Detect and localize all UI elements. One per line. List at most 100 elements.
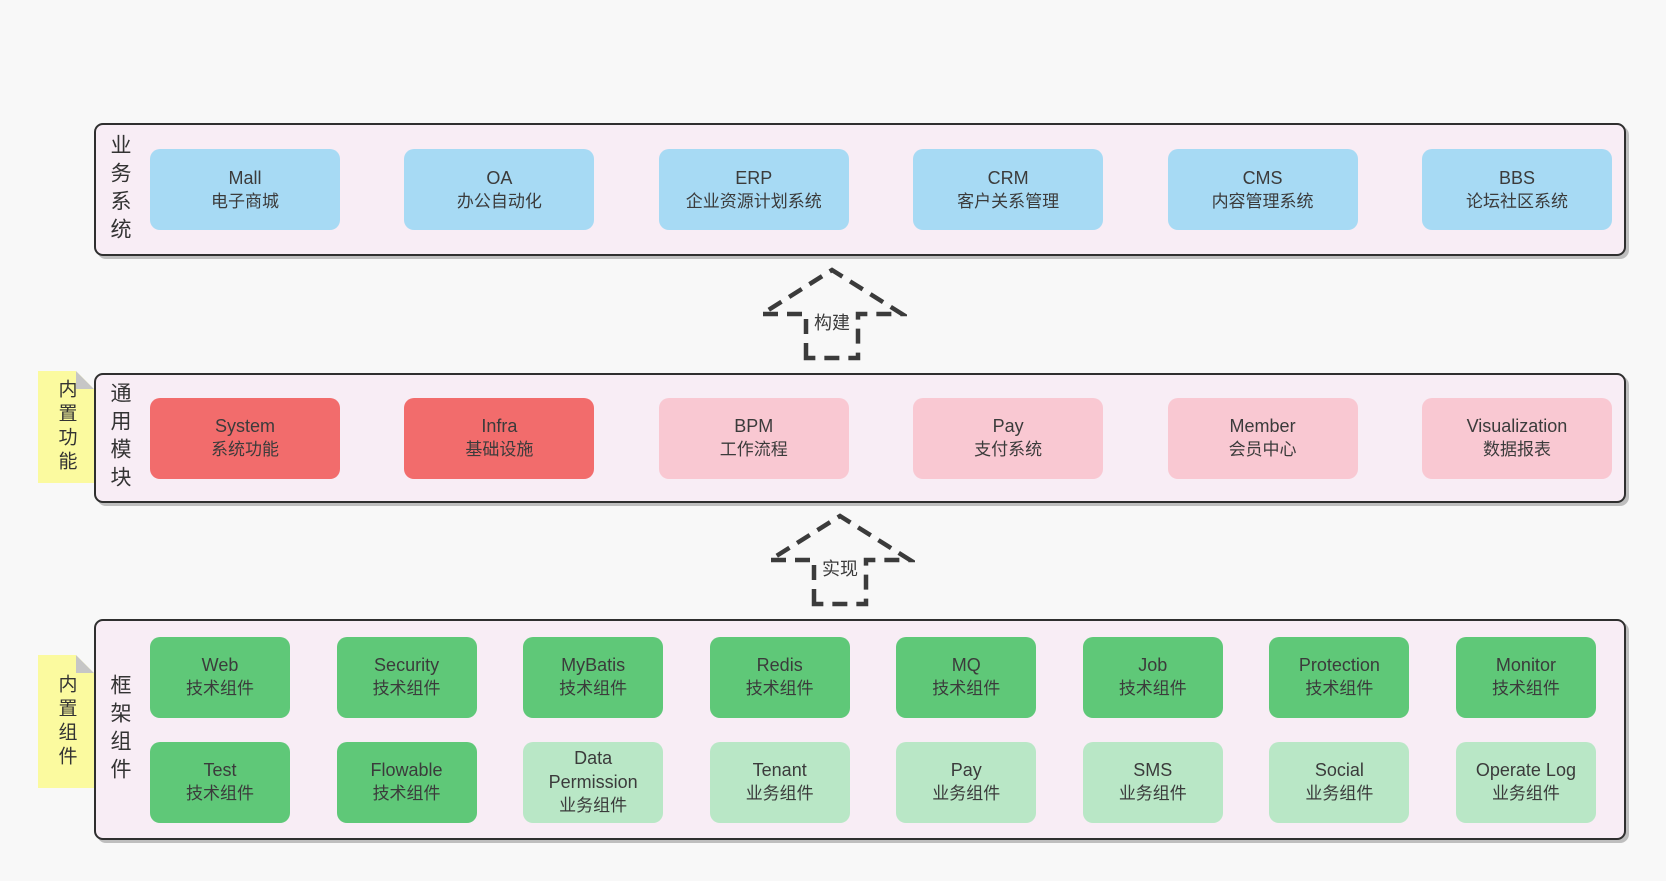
box-title: Social	[1314, 760, 1364, 780]
box-title: Visualization	[1466, 416, 1568, 436]
box-title: System	[214, 416, 275, 436]
box-subtitle: 技术组件	[932, 679, 1001, 698]
box-bpm: BPM 工作流程	[658, 397, 849, 479]
box-title: Operate Log	[1475, 760, 1576, 780]
box-subtitle: 内容管理系统	[1211, 191, 1314, 211]
box-subtitle: 论坛社区系统	[1465, 191, 1568, 211]
box-mq: MQ 技术组件	[896, 636, 1037, 718]
box-mybatis: MyBatis 技术组件	[523, 636, 664, 718]
box-title: MyBatis	[561, 655, 626, 675]
box-pay-biz: Pay 业务组件	[896, 741, 1037, 823]
box-subtitle: 技术组件	[186, 784, 254, 803]
arrow-build-label: 构建	[810, 308, 854, 336]
box-tenant: Tenant 业务组件	[709, 741, 850, 823]
box-system: System 系统功能	[150, 397, 340, 479]
box-title: CMS	[1242, 167, 1283, 188]
box-cms: CMS 内容管理系统	[1167, 149, 1358, 230]
arrow-up-icon	[765, 513, 915, 607]
panel-business-systems: 业务系统 Mall 电子商城 OA 办公自动化 ERP 企业资源计划系统 CRM…	[94, 123, 1626, 256]
arrow-build: 构建	[757, 266, 907, 362]
arrow-implement-label: 实现	[818, 554, 862, 582]
box-subtitle: 工作流程	[719, 440, 788, 459]
box-member: Member 会员中心	[1167, 397, 1358, 479]
framework-row-2: Test 技术组件 Flowable 技术组件 Data Permission …	[150, 741, 1596, 823]
box-subtitle: 办公自动化	[456, 191, 542, 211]
box-title: BBS	[1498, 167, 1535, 188]
box-bbs: BBS 论坛社区系统	[1421, 149, 1612, 230]
box-monitor: Monitor 技术组件	[1455, 636, 1596, 718]
box-visualization: Visualization 数据报表	[1421, 397, 1612, 479]
box-protection: Protection 技术组件	[1269, 636, 1410, 718]
panel-label: 框架组件	[108, 673, 131, 786]
sticky-note-label: 内置组件	[55, 673, 77, 770]
box-subtitle: 业务组件	[1118, 784, 1187, 803]
box-job: Job 技术组件	[1082, 636, 1223, 718]
framework-boxes-grid: Web 技术组件 Security 技术组件 MyBatis 技术组件 Redi…	[130, 636, 1624, 823]
arrow-up-icon	[757, 267, 907, 361]
box-subtitle: 系统功能	[211, 440, 279, 459]
panel-common-modules: 通用模块 System 系统功能 Infra 基础设施 BPM 工作流程 Pay…	[94, 373, 1626, 503]
box-security: Security 技术组件	[336, 636, 477, 718]
box-title: Data Permission	[548, 748, 638, 792]
framework-row-1: Web 技术组件 Security 技术组件 MyBatis 技术组件 Redi…	[150, 636, 1596, 718]
box-title: Pay	[992, 416, 1024, 436]
sticky-note-builtin-features: 内置功能	[38, 371, 94, 483]
box-subtitle: 业务组件	[559, 796, 628, 815]
box-subtitle: 技术组件	[186, 679, 254, 698]
box-data-permission: Data Permission 业务组件	[523, 741, 664, 823]
box-title: Monitor	[1495, 655, 1556, 675]
box-subtitle: 技术组件	[745, 679, 814, 698]
box-title: Test	[203, 760, 237, 780]
box-subtitle: 支付系统	[974, 440, 1043, 459]
box-social: Social 业务组件	[1269, 741, 1410, 823]
box-title: Mall	[228, 167, 262, 188]
box-infra: Infra 基础设施	[404, 397, 595, 479]
box-subtitle: 技术组件	[1491, 679, 1560, 698]
box-crm: CRM 客户关系管理	[913, 149, 1104, 230]
box-title: Redis	[756, 655, 803, 675]
note-fold-icon	[76, 655, 94, 673]
box-subtitle: 电子商城	[211, 191, 279, 211]
note-fold-icon	[76, 371, 94, 389]
box-subtitle: 技术组件	[372, 784, 441, 803]
box-web: Web 技术组件	[150, 636, 290, 718]
box-subtitle: 业务组件	[1491, 784, 1560, 803]
box-subtitle: 技术组件	[1305, 679, 1374, 698]
box-subtitle: 会员中心	[1228, 440, 1297, 459]
box-title: OA	[486, 167, 513, 188]
box-title: Security	[374, 655, 440, 675]
box-title: Member	[1229, 416, 1296, 436]
module-boxes-row: System 系统功能 Infra 基础设施 BPM 工作流程 Pay 支付系统…	[130, 397, 1624, 479]
box-subtitle: 技术组件	[372, 679, 441, 698]
box-title: SMS	[1133, 760, 1173, 780]
sticky-note-builtin-components: 内置组件	[38, 655, 94, 788]
box-title: Pay	[950, 760, 982, 780]
box-subtitle: 企业资源计划系统	[685, 191, 822, 211]
business-boxes-row: Mall 电子商城 OA 办公自动化 ERP 企业资源计划系统 CRM 客户关系…	[130, 149, 1624, 230]
box-operate-log: Operate Log 业务组件	[1455, 741, 1596, 823]
box-title: CRM	[987, 167, 1029, 188]
panel-label: 业务系统	[108, 133, 131, 246]
box-title: MQ	[951, 655, 981, 675]
panel-label: 通用模块	[108, 382, 131, 494]
box-pay: Pay 支付系统	[913, 397, 1104, 479]
box-title: Protection	[1298, 655, 1380, 675]
box-subtitle: 技术组件	[1118, 679, 1187, 698]
arrow-implement: 实现	[765, 512, 915, 608]
box-title: Infra	[481, 416, 518, 436]
box-subtitle: 客户关系管理	[957, 191, 1060, 211]
box-oa: OA 办公自动化	[404, 149, 595, 230]
box-erp: ERP 企业资源计划系统	[658, 149, 849, 230]
box-title: Job	[1138, 655, 1168, 675]
box-subtitle: 数据报表	[1482, 440, 1551, 459]
box-sms: SMS 业务组件	[1082, 741, 1223, 823]
box-subtitle: 技术组件	[559, 679, 628, 698]
box-redis: Redis 技术组件	[709, 636, 850, 718]
box-subtitle: 业务组件	[932, 784, 1001, 803]
sticky-note-label: 内置功能	[55, 379, 77, 475]
box-flowable: Flowable 技术组件	[336, 741, 477, 823]
box-title: Tenant	[752, 760, 807, 780]
box-title: Web	[201, 655, 239, 675]
box-title: ERP	[735, 167, 773, 188]
box-mall: Mall 电子商城	[150, 149, 340, 230]
